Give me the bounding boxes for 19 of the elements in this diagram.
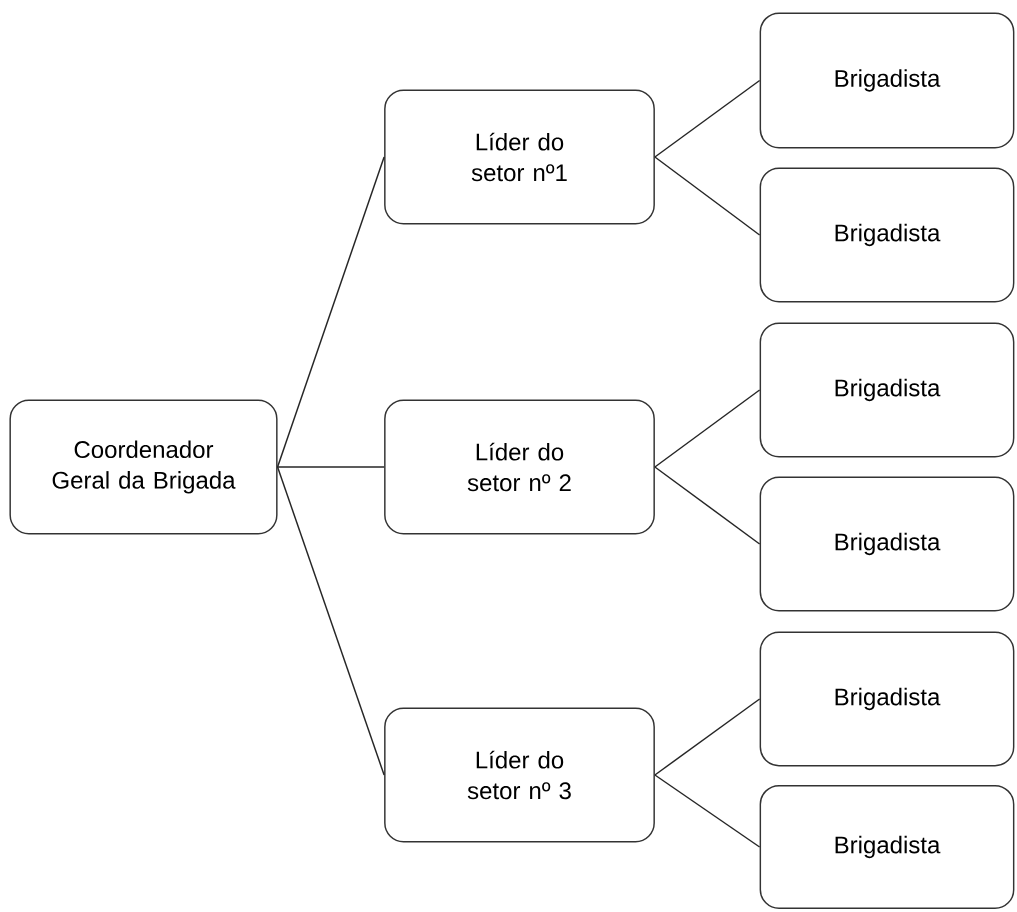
coordinator-box: Coordenador Geral da Brigada	[9, 399, 278, 535]
connector-line	[654, 156, 761, 236]
connector-line	[276, 466, 385, 468]
member-box: Brigadista	[759, 167, 1015, 303]
leader-box: Líder do setor nº 2	[384, 399, 655, 535]
member-box: Brigadista	[759, 12, 1015, 149]
leader-box: Líder do setor nº 3	[384, 707, 655, 843]
member-box: Brigadista	[759, 322, 1015, 458]
connector-line	[276, 156, 385, 468]
leader-box: Líder do setor nº1	[384, 89, 655, 225]
connector-line	[654, 79, 761, 158]
connector-line	[654, 389, 761, 468]
member-box: Brigadista	[759, 631, 1015, 767]
connector-line	[276, 466, 385, 776]
connector-line	[654, 698, 761, 776]
member-box: Brigadista	[759, 476, 1015, 612]
connector-line	[654, 774, 761, 848]
member-box: Brigadista	[759, 784, 1015, 910]
connector-line	[654, 466, 761, 545]
